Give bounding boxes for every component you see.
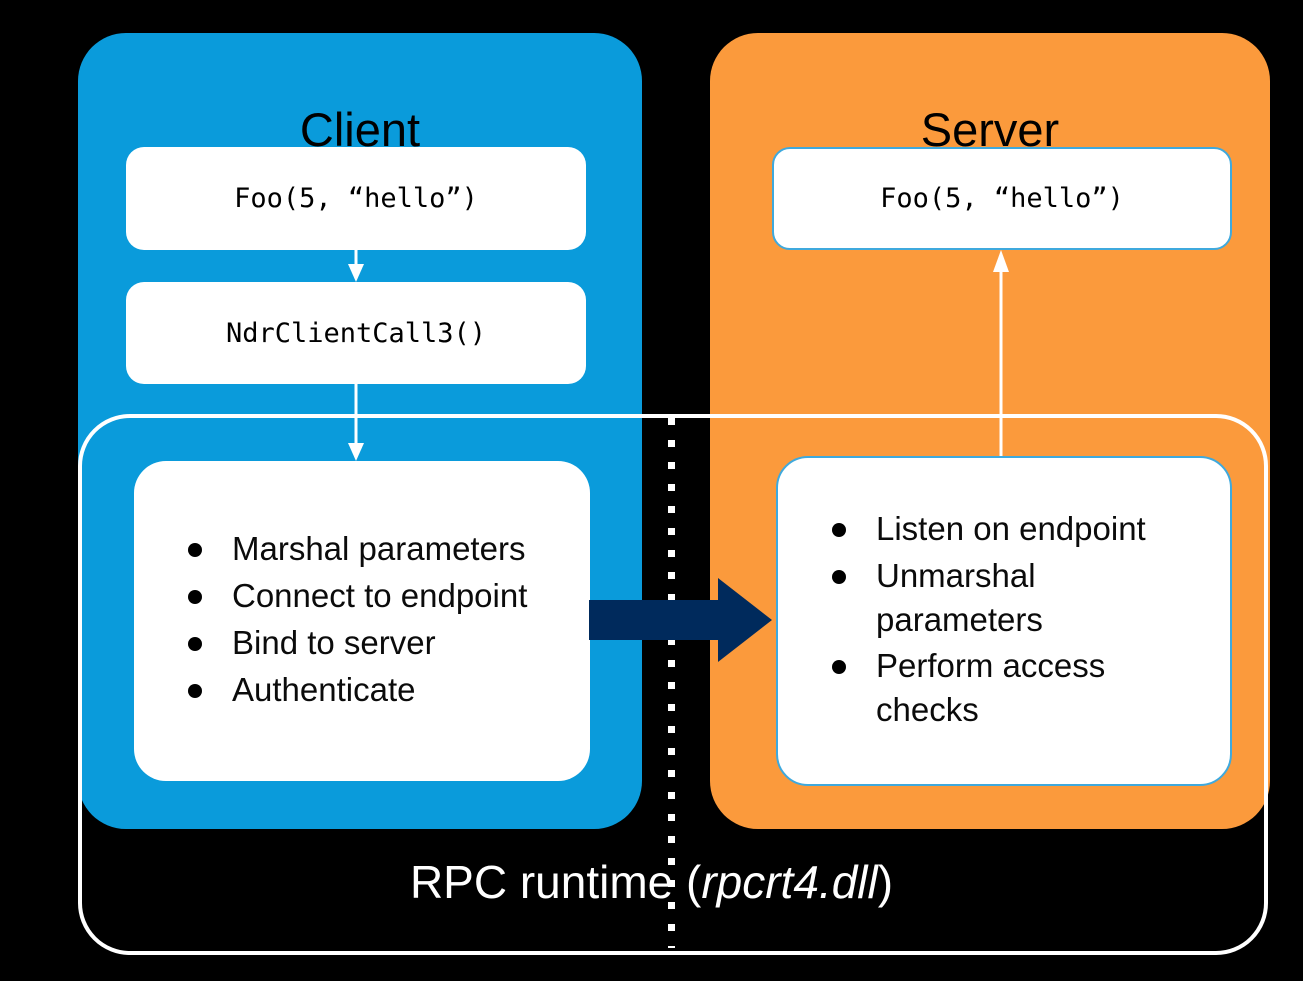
list-item: Perform access checks — [818, 644, 1206, 732]
server-call-box-foo: Foo(5, “hello”) — [772, 147, 1232, 250]
list-item: Authenticate — [174, 668, 566, 712]
list-item: Marshal parameters — [174, 527, 566, 571]
server-panel-title: Server — [920, 103, 1060, 156]
client-call-box-foo: Foo(5, “hello”) — [126, 147, 586, 250]
list-item: Connect to endpoint — [174, 574, 566, 618]
client-call-box-ndrclientcall3: NdrClientCall3() — [126, 282, 586, 384]
client-runtime-steps-list: Marshal parameters Connect to endpoint B… — [134, 527, 590, 715]
client-panel-title: Client — [299, 103, 421, 156]
rpc-runtime-label-suffix: ) — [877, 856, 894, 908]
client-runtime-steps-box: Marshal parameters Connect to endpoint B… — [134, 461, 590, 781]
rpc-runtime-label: RPC runtime (rpcrt4.dll) — [0, 855, 1303, 909]
machine-boundary-dotted-divider — [668, 418, 675, 948]
server-runtime-steps-box: Listen on endpoint Unmarshal parameters … — [776, 456, 1232, 786]
rpc-runtime-label-dll: rpcrt4.dll — [701, 856, 878, 908]
server-runtime-steps-list: Listen on endpoint Unmarshal parameters … — [778, 507, 1230, 735]
list-item: Listen on endpoint — [818, 507, 1206, 551]
rpc-runtime-label-prefix: RPC runtime ( — [409, 856, 702, 908]
list-item: Unmarshal parameters — [818, 554, 1206, 642]
list-item: Bind to server — [174, 621, 566, 665]
